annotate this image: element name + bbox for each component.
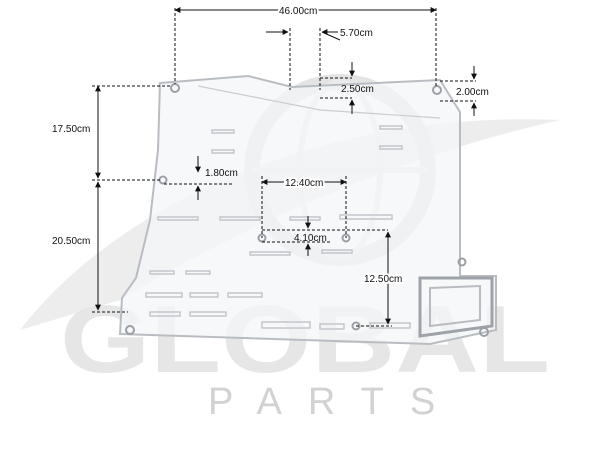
dim-left-upper: 17.50cm [52,124,90,135]
dim-mid-drop: 4.10cm [294,233,327,244]
dim-left-lower: 20.50cm [52,236,90,247]
dim-top-width: 46.00cm [279,6,317,17]
plate [118,74,497,346]
watermark-sub: PARTS [208,381,461,423]
dim-small-offset: 1.80cm [205,168,238,179]
dim-right-lower: 12.50cm [364,274,402,285]
dim-notch-depth: 2.50cm [341,84,374,95]
dimension-lines [92,7,477,327]
dim-mid-width: 12.40cm [285,178,323,189]
dim-notch-width: 5.70cm [340,28,373,39]
dim-corner-offset: 2.00cm [456,87,489,98]
